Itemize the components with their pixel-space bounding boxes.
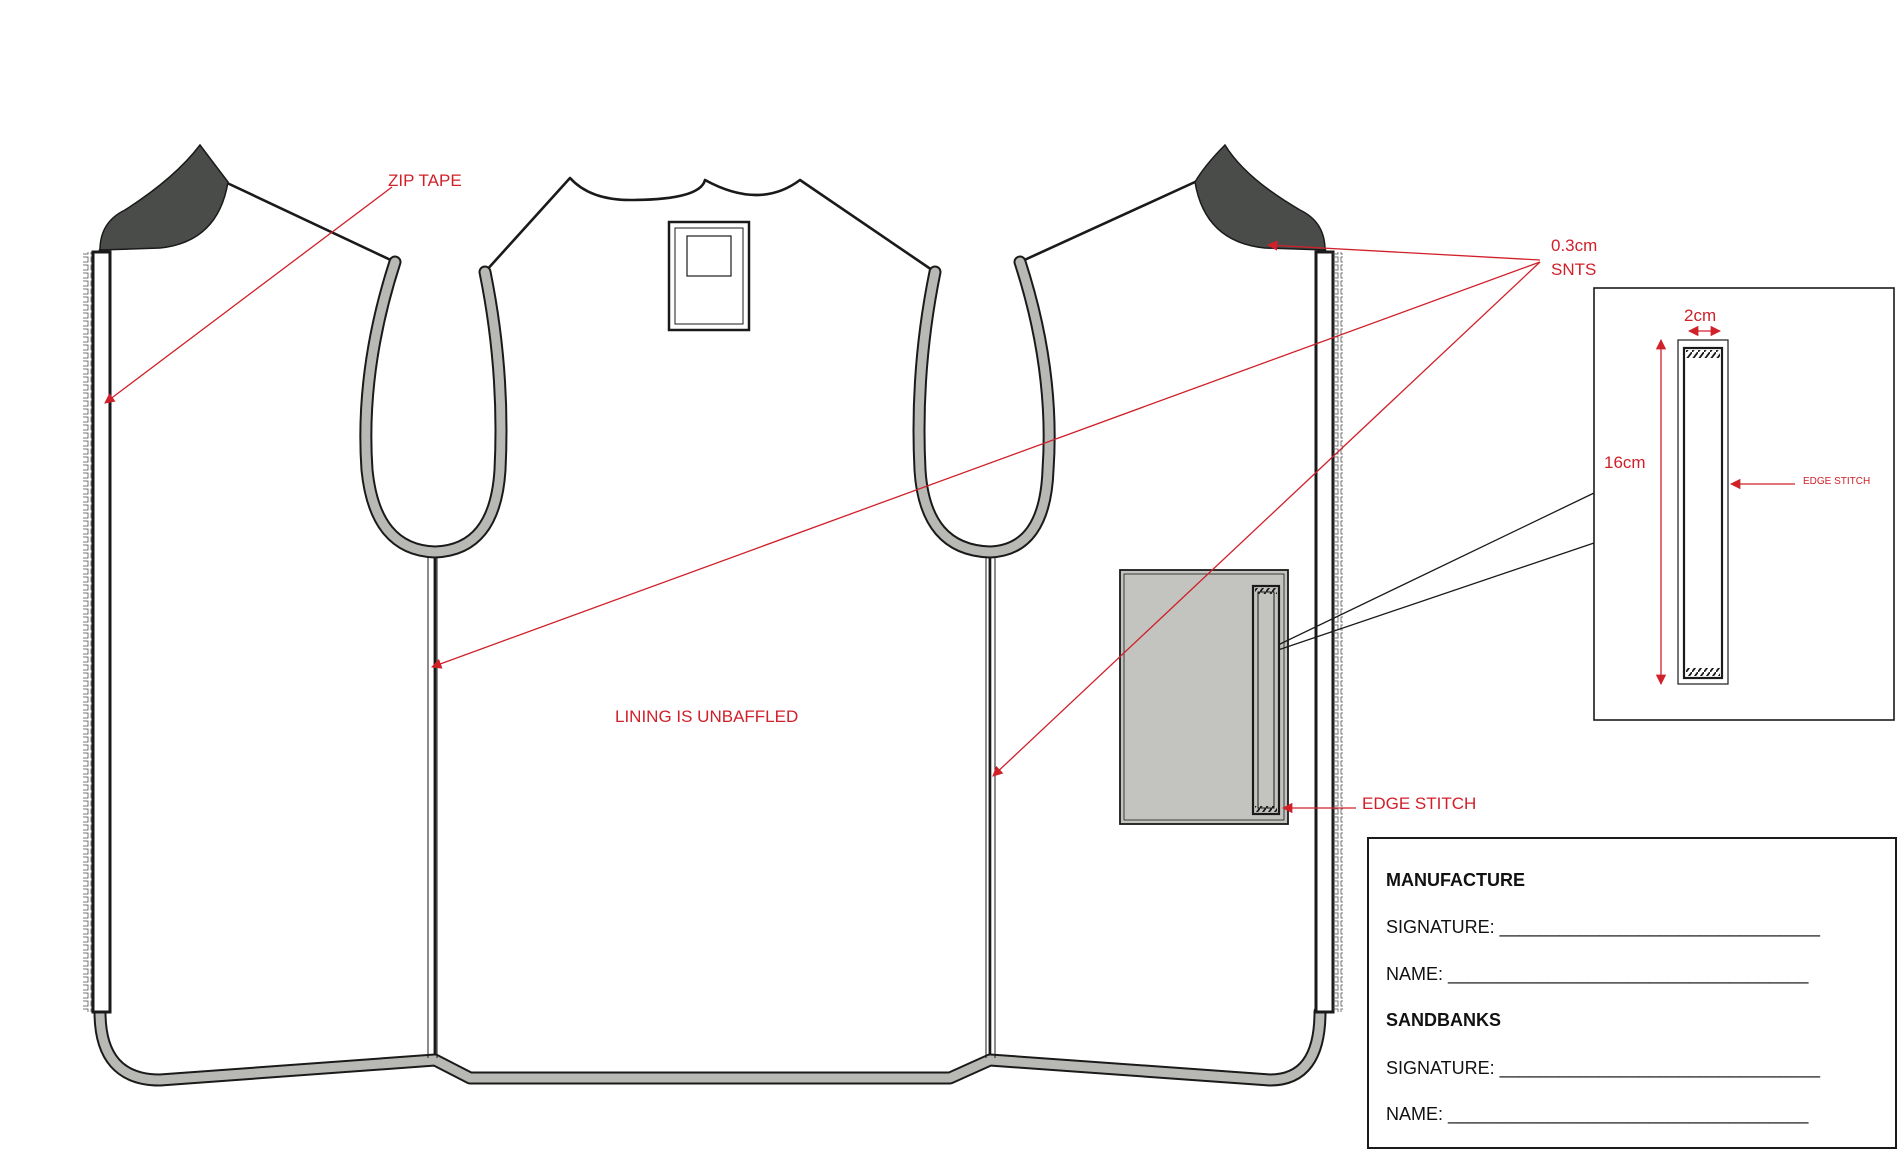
- left-zip-teeth: [83, 252, 93, 1012]
- left-armhole-binding-fill: [361, 257, 506, 557]
- pocket-zip-stop-top: [1255, 588, 1277, 594]
- sandbanks-heading: SANDBANKS: [1386, 1010, 1501, 1030]
- detail-height-label: 16cm: [1604, 453, 1646, 472]
- snts-leader-right-seam: [992, 261, 1541, 777]
- hem-binding-fill: [95, 1007, 1325, 1085]
- detail-zip-outer: [1677, 339, 1729, 685]
- pocket-inner-line: [1123, 573, 1285, 821]
- signoff-box: MANUFACTURE SIGNATURE: _________________…: [1367, 837, 1897, 1149]
- snts-leader-shoulder: [1266, 240, 1541, 261]
- label-patch-inner: [674, 227, 744, 325]
- sandbanks-name-line[interactable]: NAME: __________________________________…: [1386, 1104, 1809, 1125]
- signoff-frame: [1367, 837, 1897, 1149]
- detail-edge-stitch-label: EDGE STITCH: [1803, 476, 1870, 487]
- snts-label: SNTS: [1551, 260, 1596, 279]
- detail-leader-lower: [1277, 542, 1595, 651]
- zip-tape-label: ZIP TAPE: [388, 171, 462, 190]
- lining-label: LINING IS UNBAFFLED: [615, 707, 798, 726]
- manufacture-heading: MANUFACTURE: [1386, 870, 1525, 890]
- label-patch-window: [686, 235, 732, 277]
- vest-flat-sketch: [83, 143, 1343, 1087]
- right-zip-teeth: [1333, 252, 1343, 1012]
- snts-size-label: 0.3cm: [1551, 236, 1597, 255]
- detail-box: [1593, 287, 1895, 721]
- detail-zip-stop-bottom: [1686, 668, 1720, 676]
- zip-tape-leader: [104, 186, 393, 404]
- pocket: [1119, 569, 1289, 825]
- pocket-zip-stop-bottom: [1255, 806, 1277, 812]
- left-zip-tape: [91, 250, 112, 1014]
- zip-detail-inset: 2cm 16cm EDGE STITCH: [1277, 287, 1895, 721]
- right-armhole-binding-fill: [914, 257, 1054, 557]
- sandbanks-signature-line[interactable]: SIGNATURE: _____________________________…: [1386, 1058, 1821, 1079]
- pocket-zip-outer: [1251, 584, 1281, 816]
- detail-width-label: 2cm: [1684, 306, 1716, 325]
- left-shoulder-yoke: [99, 143, 229, 251]
- manufacture-signature-line[interactable]: SIGNATURE: _____________________________…: [1386, 917, 1821, 938]
- detail-zip-inner: [1682, 346, 1724, 680]
- right-shoulder-yoke: [1194, 143, 1326, 251]
- snts-leader-left-seam: [431, 261, 1541, 669]
- callouts: ZIP TAPE 0.3cm SNTS LINING IS UNBAFFLED …: [104, 171, 1597, 814]
- edge-stitch-label: EDGE STITCH: [1362, 794, 1476, 813]
- manufacture-name-line[interactable]: NAME: __________________________________…: [1386, 964, 1809, 985]
- detail-leader-upper: [1277, 492, 1595, 646]
- detail-zip-stop-top: [1686, 350, 1720, 358]
